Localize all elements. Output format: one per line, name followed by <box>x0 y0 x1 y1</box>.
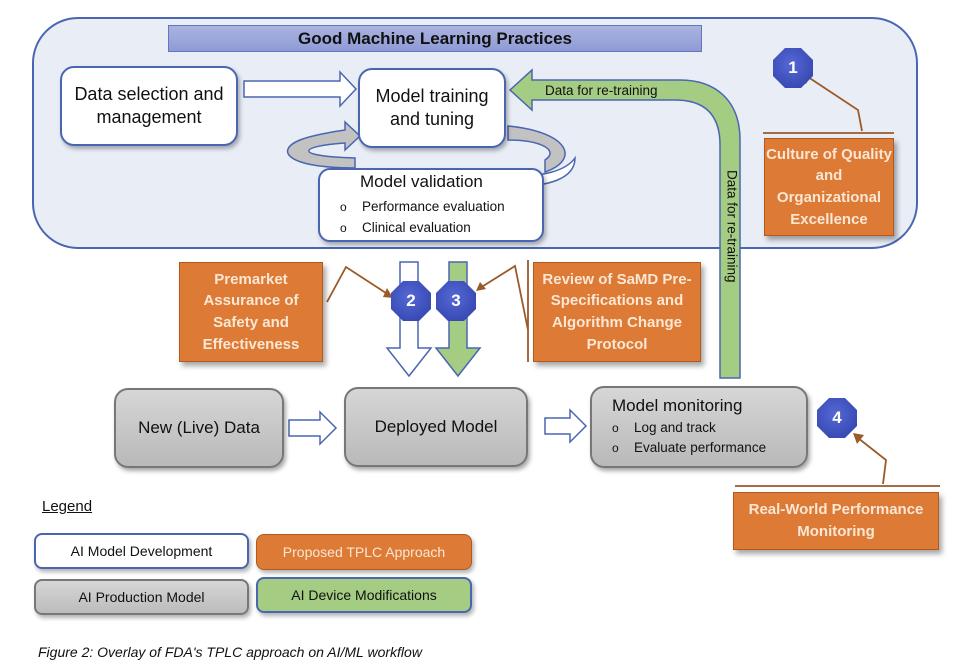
retraining-label-vertical: Data for re-training <box>724 170 740 283</box>
retraining-arrow <box>508 68 741 379</box>
callout-arrowhead-3 <box>476 282 486 291</box>
badge-2: 2 <box>391 281 431 321</box>
validation-loop-back <box>507 125 566 174</box>
tplc-premarket-label: Premarket Assurance of Safety and Effect… <box>202 270 300 353</box>
callout-line-1 <box>763 74 894 134</box>
bullet-icon: o <box>612 441 619 455</box>
data-selection-box: Data selection and management <box>60 66 238 146</box>
bullet-icon: o <box>340 200 347 214</box>
callout-arrowhead-4 <box>853 433 864 444</box>
new-live-data-label: New (Live) Data <box>138 418 260 437</box>
model-validation-title: Model validation <box>360 172 483 191</box>
arrow-deployed-to-monitoring <box>544 408 588 444</box>
tplc-realworld-box: Real-World Performance Monitoring <box>733 492 939 550</box>
model-training-label: Model training and tuning <box>375 85 489 129</box>
validation-loop-left <box>287 120 362 169</box>
model-validation-box <box>318 168 544 242</box>
tplc-premarket-box: Premarket Assurance of Safety and Effect… <box>179 262 323 362</box>
legend-heading: Legend <box>42 498 93 515</box>
callout-arrowhead-2 <box>383 288 393 298</box>
gmlp-title: Good Machine Learning Practices <box>168 25 702 52</box>
arrow-newdata-to-deployed <box>288 410 338 446</box>
deployed-model-box: Deployed Model <box>344 387 528 467</box>
legend-item-proposed-tplc: Proposed TPLC Approach <box>256 534 472 570</box>
figure-caption: Figure 2: Overlay of FDA's TPLC approach… <box>38 644 422 660</box>
legend-item-ai-production-model: AI Production Model <box>34 579 249 615</box>
retraining-label-horizontal: Data for re-training <box>545 83 658 98</box>
model-training-box: Model training and tuning <box>358 68 506 148</box>
model-monitoring-title: Model monitoring <box>612 396 743 415</box>
callout-line-3 <box>479 260 529 362</box>
tplc-review-box: Review of SaMD Pre-Specifications and Al… <box>533 262 701 362</box>
new-live-data-box: New (Live) Data <box>114 388 284 468</box>
badge-1: 1 <box>773 48 813 88</box>
bullet-icon: o <box>612 421 619 435</box>
deployed-model-label: Deployed Model <box>374 417 498 436</box>
tplc-review-label: Review of SaMD Pre-Specifications and Al… <box>542 270 692 353</box>
bullet-icon: o <box>340 221 347 235</box>
legend-item-ai-model-development: AI Model Development <box>34 533 249 569</box>
tplc-realworld-label: Real-World Performance Monitoring <box>748 501 924 540</box>
data-selection-label: Data selection and management <box>74 83 224 127</box>
badge-4: 4 <box>817 398 857 438</box>
tplc-culture-box: Culture of Quality and Organizational Ex… <box>764 138 894 236</box>
arrow-data-to-training <box>243 70 358 108</box>
legend-item-ai-device-modifications: AI Device Modifications <box>256 577 472 613</box>
callout-line-4 <box>735 437 940 487</box>
callout-line-2 <box>326 265 390 303</box>
tplc-culture-label: Culture of Quality and Organizational Ex… <box>766 145 892 228</box>
badge-3: 3 <box>436 281 476 321</box>
